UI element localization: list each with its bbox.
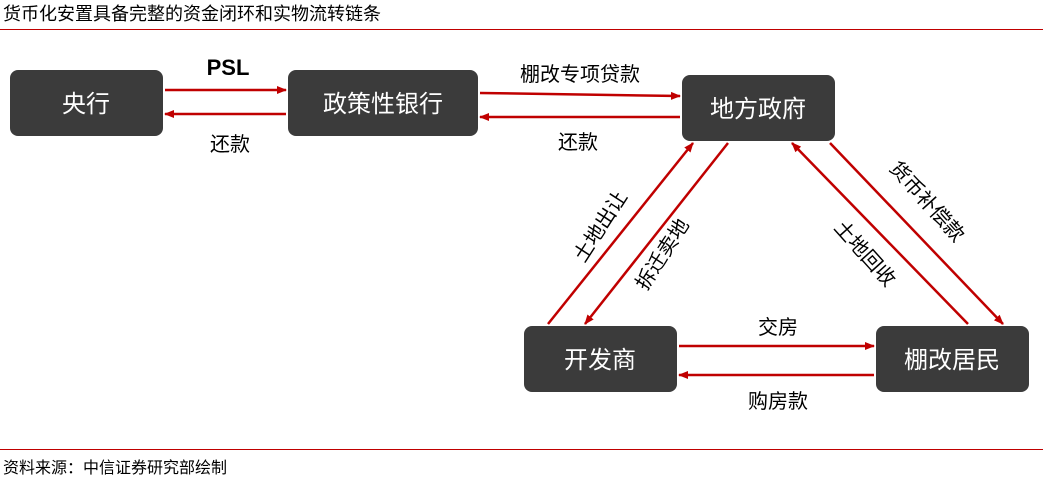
label-land-recover: 土地回收	[830, 216, 901, 292]
label-psl: PSL	[207, 55, 250, 80]
node-residents: 棚改居民	[876, 326, 1029, 392]
label-house-payment: 购房款	[748, 389, 808, 413]
node-local-gov-label: 地方政府	[710, 95, 806, 123]
node-policy-bank: 政策性银行	[288, 70, 478, 136]
node-developer: 开发商	[524, 326, 677, 392]
label-compensation: 货币补偿款	[885, 156, 970, 246]
label-repay-1: 还款	[210, 132, 250, 156]
source-rule	[0, 449, 1043, 450]
node-central-bank-label: 央行	[62, 90, 110, 118]
arrow-compensation	[829, 142, 1004, 325]
arrow-demolish-buy	[584, 142, 729, 325]
node-central-bank: 央行	[10, 70, 163, 136]
label-repay-2: 还款	[558, 130, 598, 154]
node-residents-label: 棚改居民	[904, 346, 1000, 374]
node-developer-label: 开发商	[564, 346, 636, 374]
label-land-sale: 土地出让	[568, 186, 632, 266]
label-loan: 棚改专项贷款	[520, 62, 640, 86]
node-local-gov: 地方政府	[682, 75, 835, 141]
arrow-land-recover	[791, 142, 969, 325]
arrow-loan	[479, 91, 681, 100]
source-note: 资料来源：中信证券研究部绘制	[3, 458, 228, 477]
node-policy-bank-label: 政策性银行	[323, 90, 443, 118]
page-title: 货币化安置具备完整的资金闭环和实物流转链条	[3, 4, 381, 25]
arrow-land-sale	[547, 142, 694, 325]
label-deliver-house: 交房	[758, 315, 798, 339]
title-rule	[0, 29, 1043, 30]
